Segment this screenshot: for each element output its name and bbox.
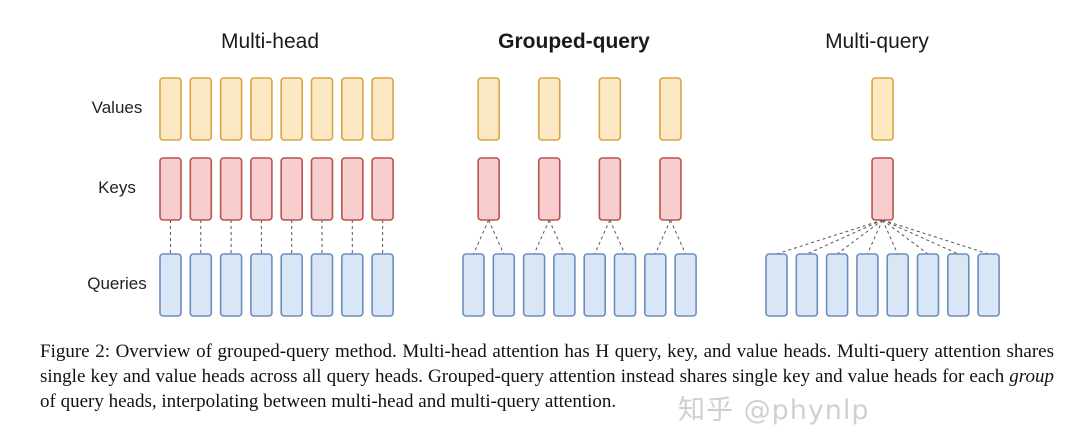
panel-title-2: Grouped-query <box>498 30 650 53</box>
key-head <box>310 157 334 221</box>
query-head <box>795 253 819 317</box>
row-label-values: Values <box>92 98 143 117</box>
key-head <box>871 157 894 221</box>
connector-line <box>488 219 505 255</box>
value-head <box>871 77 894 141</box>
value-head <box>280 77 304 141</box>
query-head <box>825 253 849 317</box>
key-head <box>219 157 243 221</box>
key-head <box>250 157 273 221</box>
connector-line <box>548 219 565 255</box>
query-head <box>189 253 213 317</box>
value-head <box>371 77 394 141</box>
query-head <box>371 253 394 317</box>
connector-line <box>594 219 611 255</box>
connector-line <box>806 219 883 255</box>
query-head <box>977 253 1000 317</box>
value-head <box>537 77 561 141</box>
value-head <box>159 77 182 141</box>
key-head <box>189 157 213 221</box>
query-head <box>613 253 637 317</box>
query-head <box>280 253 304 317</box>
query-head <box>219 253 243 317</box>
panel-title-1: Multi-head <box>221 30 319 53</box>
key-head <box>159 157 182 221</box>
key-head <box>659 157 682 221</box>
query-head <box>916 253 940 317</box>
query-head <box>522 253 546 317</box>
query-head <box>492 253 516 317</box>
connector-line <box>866 219 884 255</box>
figure-caption: Figure 2: Overview of grouped-query meth… <box>40 339 1054 414</box>
connector-line <box>776 219 883 255</box>
connector-line <box>533 219 550 255</box>
value-head <box>189 77 213 141</box>
connector-line <box>882 219 959 255</box>
query-head <box>340 253 364 317</box>
attention-diagram: Multi-head Grouped-query Multi-query Value… <box>87 30 1000 317</box>
panel-title-3: Multi-query <box>825 30 929 53</box>
value-head <box>219 77 243 141</box>
query-head <box>462 253 485 317</box>
query-head <box>886 253 910 317</box>
key-head <box>537 157 561 221</box>
value-head <box>659 77 682 141</box>
query-head <box>553 253 576 317</box>
connector-line <box>669 219 687 255</box>
value-head <box>340 77 364 141</box>
connector-line <box>473 219 490 255</box>
query-head <box>250 253 273 317</box>
key-head <box>477 157 500 221</box>
connector-line <box>882 219 899 255</box>
caption-text-2: of query heads, interpolating between mu… <box>40 391 617 412</box>
key-head <box>340 157 364 221</box>
query-head <box>159 253 182 317</box>
connector-line <box>654 219 671 255</box>
key-head <box>280 157 304 221</box>
query-head <box>643 253 667 317</box>
caption-emphasis: group <box>1009 366 1054 387</box>
caption-text-1: Figure 2: Overview of grouped-query meth… <box>40 341 1054 387</box>
row-label-queries: Queries <box>87 274 147 293</box>
key-head <box>598 157 622 221</box>
value-head <box>310 77 334 141</box>
value-head <box>250 77 273 141</box>
query-head <box>856 253 879 317</box>
key-head <box>371 157 394 221</box>
query-head <box>583 253 607 317</box>
query-head <box>765 253 788 317</box>
query-head <box>946 253 970 317</box>
connector-line <box>609 219 626 255</box>
query-head <box>310 253 334 317</box>
query-head <box>674 253 697 317</box>
value-head <box>598 77 622 141</box>
row-label-keys: Keys <box>98 178 136 197</box>
watermark: 知乎 @phynlp <box>678 395 870 426</box>
connector-line <box>882 219 989 255</box>
value-head <box>477 77 500 141</box>
